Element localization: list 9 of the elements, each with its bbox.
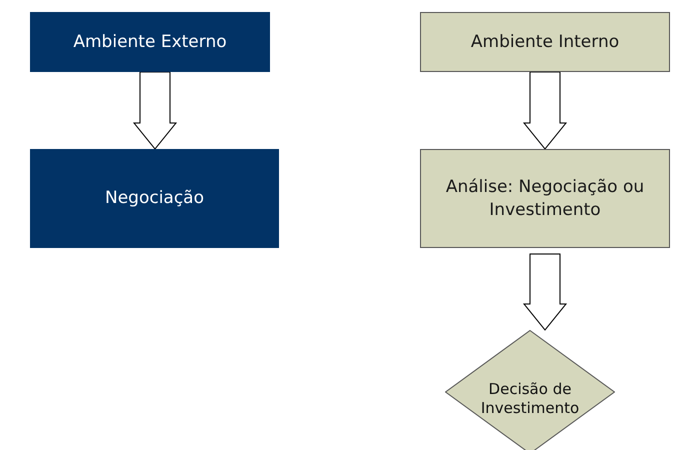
block-arrow (522, 72, 568, 150)
process-box: Negociação (30, 149, 279, 248)
process-box: Ambiente Externo (30, 12, 270, 72)
process-box: Ambiente Interno (420, 12, 670, 72)
process-box: Análise: Negociação ou Investimento (420, 149, 670, 248)
block-arrow (132, 72, 178, 150)
block-arrow (522, 254, 568, 331)
decision-label: Decisão de Investimento (480, 380, 580, 418)
decision-diamond (445, 330, 615, 450)
